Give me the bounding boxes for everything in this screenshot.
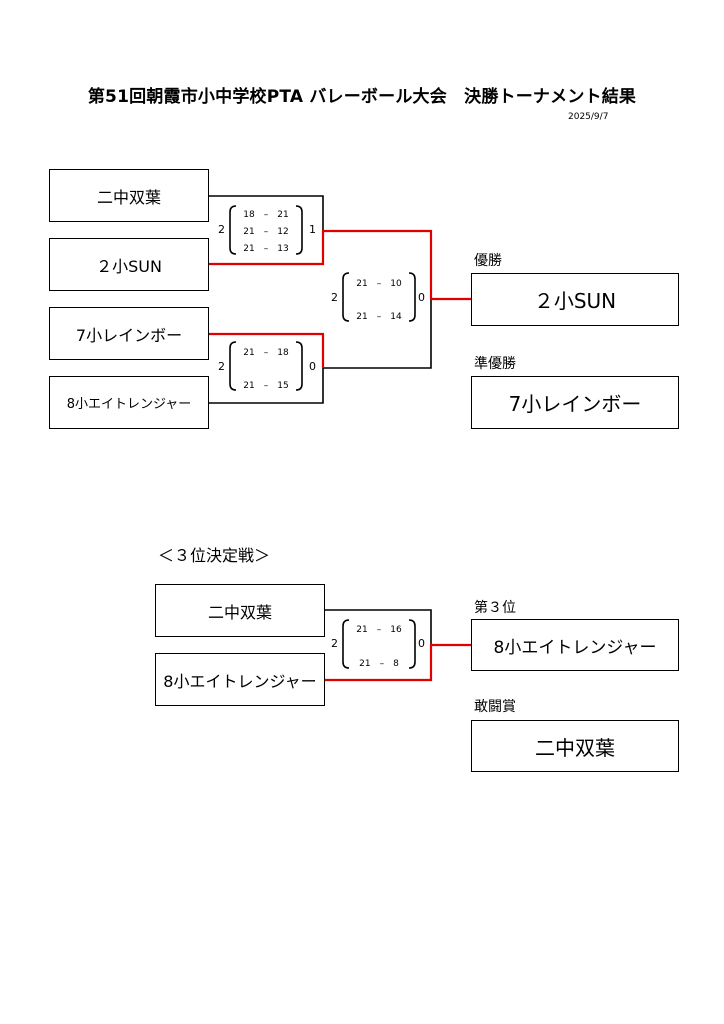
runner-up-label: 準優勝 — [474, 356, 516, 372]
third-top-sets: 2 — [331, 637, 338, 650]
team-name: 7小レインボー — [75, 325, 183, 345]
runner-up-name: 7小レインボー — [508, 392, 642, 416]
runner-up-box: 7小レインボー — [471, 376, 679, 429]
final-set-score: 21 – 10 — [356, 279, 402, 289]
third-place-box: 8小エイトレンジャー — [471, 619, 679, 671]
team-name: 二中双葉 — [96, 187, 161, 207]
semi2-set-score: 21 – 18 — [243, 348, 289, 358]
fighting-spirit-label: 敢闘賞 — [474, 699, 516, 715]
semi1-winner-line — [208, 229, 433, 299]
third-top-line — [324, 609, 432, 645]
team-name: 8小エイトレンジャー — [163, 671, 317, 691]
final-set-score: 21 – 14 — [356, 312, 402, 322]
final-top-sets: 2 — [331, 291, 338, 304]
third-set-score: 21 – 8 — [359, 659, 399, 669]
third-bottom-sets: 0 — [418, 637, 425, 650]
team-name: ２小SUN — [96, 256, 162, 276]
date: 2025/9/7 — [568, 112, 609, 122]
semi2-winner-line — [208, 332, 325, 368]
semi1-set-score: 21 – 13 — [243, 244, 289, 254]
third-place-title: ＜３位決定戦＞ — [158, 546, 271, 565]
semi2-bottom-sets: 0 — [309, 360, 316, 373]
semi1-set-score: 21 – 12 — [243, 227, 289, 237]
team-name: 8小エイトレンジャー — [66, 397, 192, 412]
fighting-spirit-name: 二中双葉 — [535, 735, 615, 760]
semi2-bottom-line — [208, 368, 324, 404]
semi2-set-score: 21 – 15 — [243, 381, 289, 391]
team-box-nichu-futaba: 二中双葉 — [49, 169, 209, 222]
third-winner-line — [324, 643, 471, 682]
champion-label: 優勝 — [474, 253, 502, 269]
third-place-label: 第３位 — [474, 600, 516, 616]
team-box-nichu-futaba: 二中双葉 — [155, 584, 325, 637]
semi1-set-score: 18 – 21 — [243, 210, 289, 220]
team-name: 二中双葉 — [207, 602, 272, 622]
team-box-7sho-rainbow: 7小レインボー — [49, 307, 209, 360]
champion-name: ２小SUN — [533, 289, 617, 313]
semi1-top-sets: 2 — [218, 223, 225, 236]
final-bottom-line — [323, 299, 432, 369]
team-box-8sho-eight-ranger: 8小エイトレンジャー — [49, 376, 209, 429]
page-title: 第51回朝霞市小中学校PTA バレーボール大会 決勝トーナメント結果 — [87, 87, 637, 107]
fighting-spirit-box: 二中双葉 — [471, 720, 679, 772]
team-box-8sho-eight-ranger: 8小エイトレンジャー — [155, 653, 325, 706]
team-box-2sho-sun: ２小SUN — [49, 238, 209, 291]
third-place-name: 8小エイトレンジャー — [493, 637, 657, 658]
semi2-top-sets: 2 — [218, 360, 225, 373]
third-set-score: 21 – 16 — [356, 625, 402, 635]
final-bottom-sets: 0 — [418, 291, 425, 304]
champion-box: ２小SUN — [471, 273, 679, 326]
semi1-bottom-sets: 1 — [309, 223, 316, 236]
